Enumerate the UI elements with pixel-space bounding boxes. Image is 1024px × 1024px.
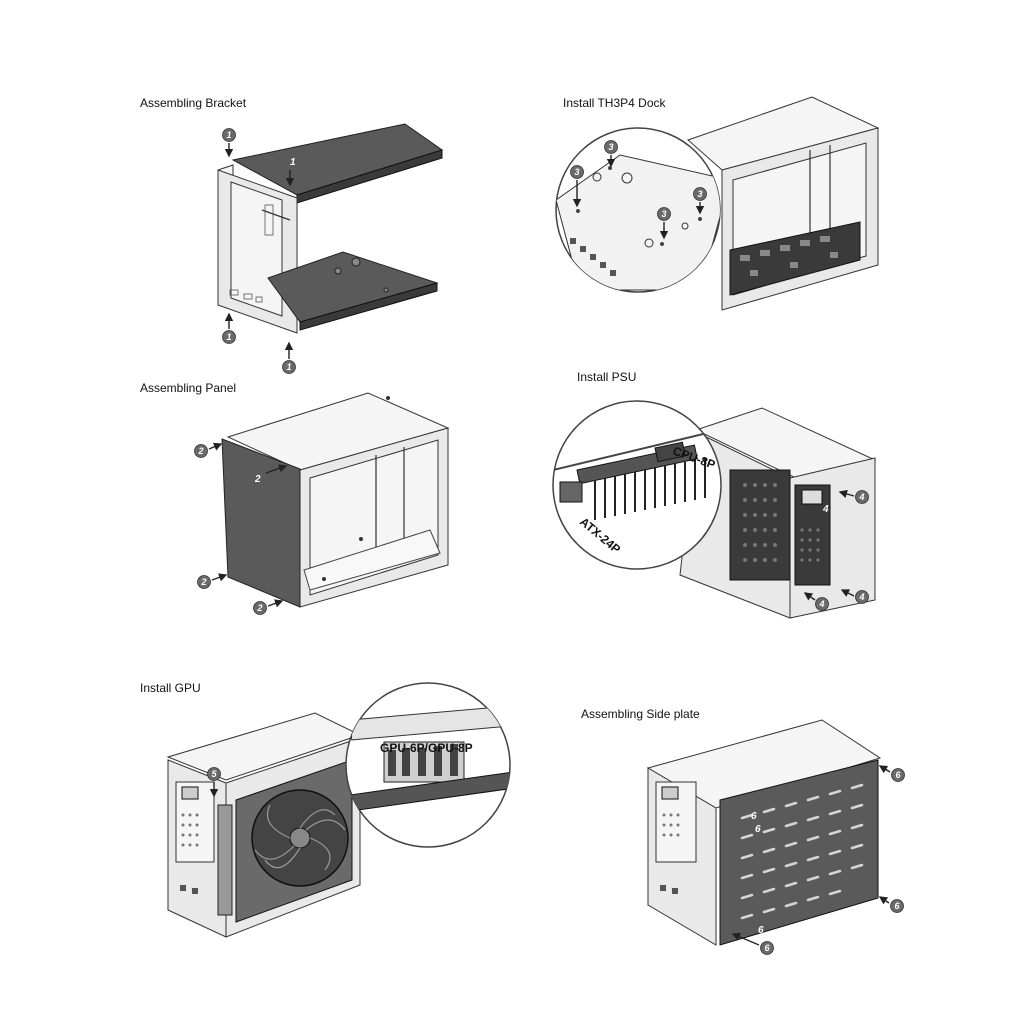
svg-text:6: 6 bbox=[895, 770, 901, 780]
step-6-plate-label: 6 bbox=[758, 925, 764, 936]
panel-case-illustration bbox=[221, 392, 450, 608]
dock-case-illustration bbox=[555, 96, 880, 311]
gpu-power-label: GPU-6P/GPU-8P bbox=[380, 741, 473, 755]
svg-text:3: 3 bbox=[661, 209, 666, 219]
step-1-badge: 1 bbox=[222, 128, 236, 142]
svg-text:2: 2 bbox=[200, 577, 206, 587]
step-6-badge: 6 bbox=[760, 941, 774, 955]
step-2-badge: 2 bbox=[253, 601, 267, 615]
svg-text:1: 1 bbox=[226, 130, 231, 140]
step-4-psu-label: 4 bbox=[822, 504, 829, 515]
step-2-badge: 2 bbox=[194, 444, 208, 458]
step-4-badge: 4 bbox=[855, 490, 869, 504]
svg-text:1: 1 bbox=[286, 362, 291, 372]
svg-text:6: 6 bbox=[894, 901, 900, 911]
step-title-assembling-side-plate: Assembling Side plate bbox=[581, 707, 700, 721]
step-title-install-dock: Install TH3P4 Dock bbox=[563, 96, 666, 110]
step-6-plate-label: 6 bbox=[751, 811, 757, 822]
step-3-badge: 3 bbox=[570, 165, 584, 179]
bracket-illustration bbox=[217, 123, 444, 334]
step-4-badge: 4 bbox=[855, 590, 869, 604]
svg-text:3: 3 bbox=[697, 189, 702, 199]
step-2-badge: 2 bbox=[197, 575, 211, 589]
gpu-case-illustration bbox=[166, 682, 511, 938]
step-6-badge: 6 bbox=[891, 768, 905, 782]
svg-text:4: 4 bbox=[858, 492, 864, 502]
step-3-badge: 3 bbox=[657, 207, 671, 221]
side-plate-case-illustration bbox=[646, 719, 882, 946]
svg-text:2: 2 bbox=[197, 446, 203, 456]
step-6-plate-label: 6 bbox=[755, 824, 761, 835]
step-1-plate-label: 1 bbox=[290, 157, 296, 168]
step-title-install-gpu: Install GPU bbox=[140, 681, 201, 695]
svg-text:6: 6 bbox=[764, 943, 770, 953]
svg-text:4: 4 bbox=[858, 592, 864, 602]
svg-text:1: 1 bbox=[226, 332, 231, 342]
svg-text:4: 4 bbox=[818, 599, 824, 609]
svg-text:2: 2 bbox=[256, 603, 262, 613]
svg-text:3: 3 bbox=[574, 167, 579, 177]
step-3-badge: 3 bbox=[693, 187, 707, 201]
step-1-badge: 1 bbox=[282, 360, 296, 374]
psu-case-illustration bbox=[552, 400, 877, 619]
svg-text:5: 5 bbox=[211, 769, 217, 779]
step-6-badge: 6 bbox=[890, 899, 904, 913]
step-title-assembling-panel: Assembling Panel bbox=[140, 381, 237, 395]
svg-text:3: 3 bbox=[608, 142, 613, 152]
step-4-badge: 4 bbox=[815, 597, 829, 611]
step-2-panel-label: 2 bbox=[254, 474, 261, 485]
step-1-badge: 1 bbox=[222, 330, 236, 344]
step-5-badge: 5 bbox=[207, 767, 221, 781]
step-title-install-psu: Install PSU bbox=[577, 370, 637, 384]
step-3-badge: 3 bbox=[604, 140, 618, 154]
step-title-assembling-bracket: Assembling Bracket bbox=[140, 96, 247, 110]
